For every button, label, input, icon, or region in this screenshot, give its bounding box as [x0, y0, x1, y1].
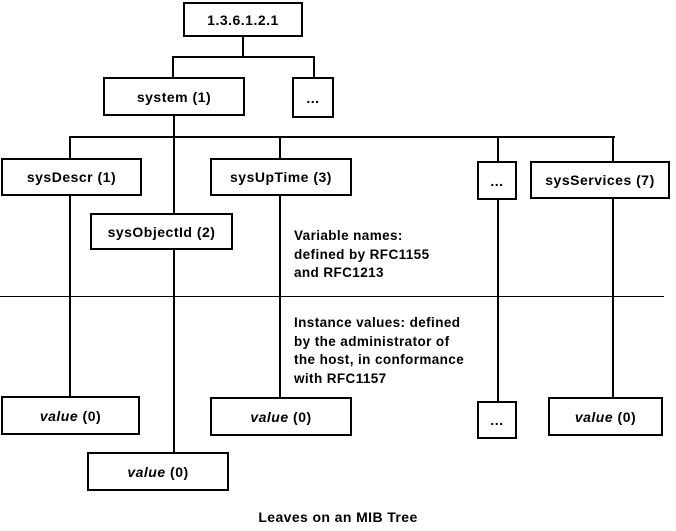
connector-ellipsis3-top	[497, 136, 499, 162]
connector-sysdescr-to-value	[69, 194, 71, 397]
leaf-value-sysobjectid-name: value	[127, 463, 166, 480]
divider-line	[0, 296, 664, 297]
leaf-value-sysservices-suffix: (0)	[613, 408, 637, 425]
leaf-value-sysuptime-suffix: (0)	[288, 408, 312, 425]
connector-ellipsis2-top	[313, 56, 315, 78]
leaf-value-sysobjectid-suffix: (0)	[165, 463, 189, 480]
node-sysuptime-label: sysUpTime (3)	[230, 169, 332, 185]
connector-level3-horizontal	[69, 136, 615, 138]
diagram-caption: Leaves on an MIB Tree	[258, 509, 418, 525]
annotation-variable-names-line2: defined by RFC1155	[294, 246, 430, 262]
connector-system-top	[172, 56, 174, 78]
node-sysobjectid: sysObjectId (2)	[90, 213, 233, 250]
connector-sysservices-top	[612, 136, 614, 162]
node-sysdescr-label: sysDescr (1)	[26, 169, 117, 185]
connector-root-down	[242, 37, 244, 58]
annotation-instance-values-line1: Instance values: defined	[294, 315, 461, 330]
node-sysservices-label: sysServices (7)	[545, 172, 655, 188]
node-root-label: 1.3.6.1.2.1	[207, 11, 279, 28]
leaf-value-sysdescr: value (0)	[1, 396, 140, 435]
leaf-ellipsis-label: ...	[490, 412, 504, 428]
node-system: system (1)	[103, 77, 245, 116]
leaf-value-sysservices-name: value	[574, 408, 614, 425]
node-ellipsis-level3-label: ...	[490, 172, 504, 189]
leaf-value-sysobjectid: value (0)	[87, 452, 229, 491]
annotation-instance-values-line3: the host, in conformance	[294, 352, 465, 367]
connector-sysuptime-top	[279, 136, 281, 159]
node-system-label: system (1)	[136, 88, 212, 105]
node-ellipsis-level3: ...	[477, 161, 517, 200]
leaf-value-sysuptime: value (0)	[210, 397, 352, 436]
leaf-value-sysuptime-name: value	[250, 408, 289, 425]
annotation-variable-names-line1: Variable names:	[294, 228, 403, 243]
connector-sysobjectid-to-value	[173, 248, 175, 453]
node-ellipsis-level2-label: ...	[306, 89, 320, 106]
connector-level2-horizontal	[172, 56, 315, 58]
leaf-value-sysservices: value (0)	[548, 397, 663, 436]
annotation-variable-names-line3: and RFC1213	[294, 265, 384, 280]
node-sysobjectid-label: sysObjectId (2)	[107, 223, 216, 240]
node-ellipsis-level2: ...	[292, 77, 334, 118]
annotation-instance-values: Instance values: defined by the administ…	[294, 314, 464, 388]
annotation-instance-values-line2: by the administrator of	[294, 333, 450, 349]
connector-sysdescr-top	[69, 136, 71, 159]
node-sysservices: sysServices (7)	[530, 161, 670, 199]
connector-sysservices-to-value	[612, 197, 614, 398]
annotation-variable-names: Variable names: defined by RFC1155 and R…	[294, 227, 430, 283]
node-sysuptime: sysUpTime (3)	[210, 158, 352, 196]
leaf-ellipsis: ...	[477, 401, 517, 439]
annotation-instance-values-line4: with RFC1157	[294, 370, 387, 386]
leaf-value-sysdescr-name: value	[39, 407, 79, 424]
node-sysdescr: sysDescr (1)	[1, 158, 142, 196]
connector-system-to-sysobjectid	[173, 116, 175, 214]
connector-ellipsis3-to-leaf	[497, 198, 499, 402]
node-root: 1.3.6.1.2.1	[183, 2, 303, 37]
leaf-value-sysdescr-suffix: (0)	[78, 407, 102, 424]
